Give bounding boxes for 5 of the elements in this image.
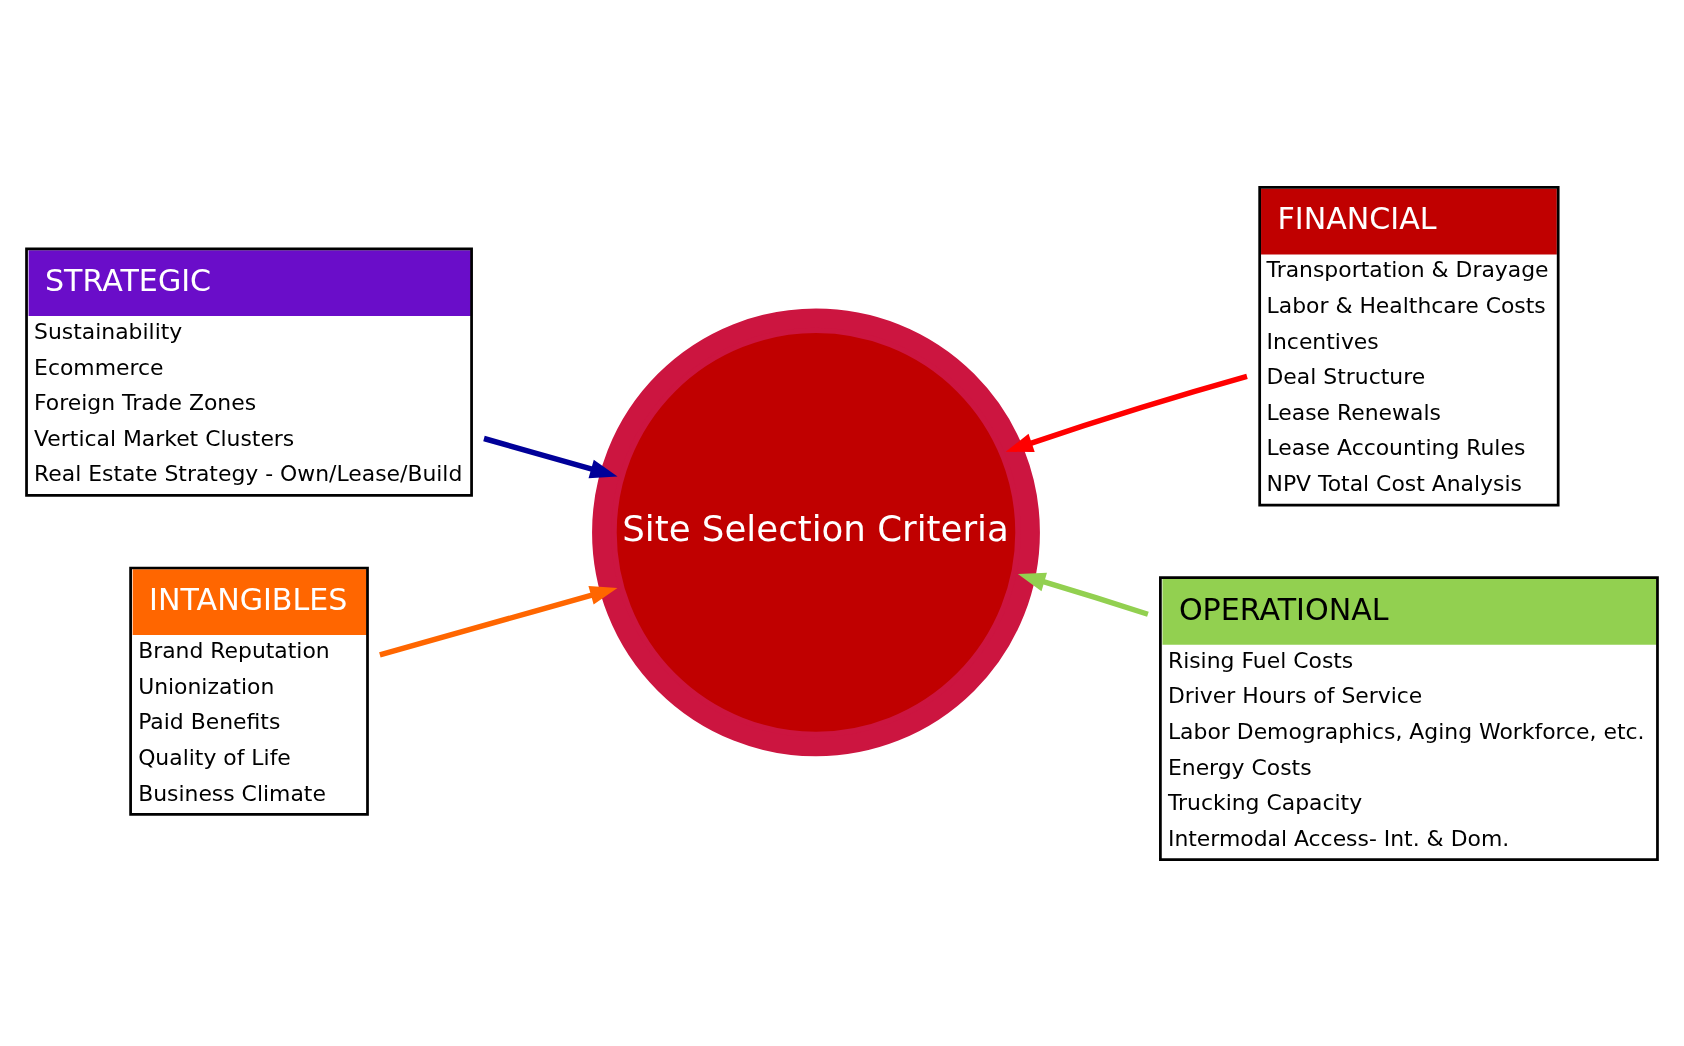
arrow [1017, 572, 1149, 617]
node-circle: Site Selection Criteria [592, 307, 1040, 756]
arrow [483, 435, 618, 478]
arrow [1005, 373, 1248, 452]
arrow [379, 585, 618, 657]
